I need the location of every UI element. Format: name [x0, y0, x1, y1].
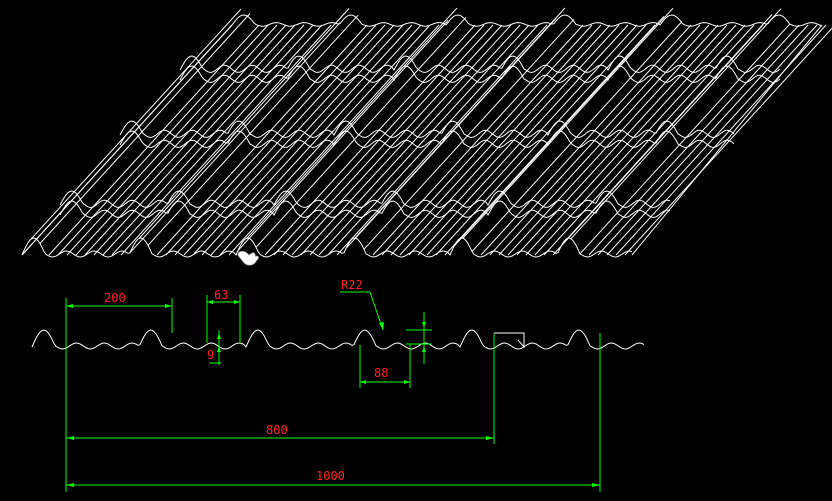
- dimension-labels: 200 63 9 R22 88 800 1000: [104, 278, 388, 483]
- sheet-rib-line: [174, 24, 386, 256]
- sheet-rib-line: [39, 13, 251, 244]
- sheet-rib-line: [138, 8, 350, 239]
- sheet-rib-line: [102, 24, 314, 256]
- sheet-rib-line: [471, 21, 683, 252]
- tile-step-row-lower: [119, 130, 735, 148]
- tile-step-row: [59, 190, 671, 208]
- tile-cross-section-profile: [31, 329, 645, 350]
- sheet-rib-line: [228, 24, 440, 256]
- sheet-rib-line: [354, 7, 566, 239]
- sheet-rib-line: [75, 24, 287, 256]
- sheet-rib-line: [111, 24, 323, 256]
- sheet-rib-line: [336, 24, 548, 256]
- roof-tile-isometric-view: [21, 7, 832, 258]
- sheet-rib-line: [291, 24, 503, 256]
- sheet-rib-line: [264, 24, 476, 256]
- sheet-rib-line: [147, 14, 359, 246]
- sheet-rib-line: [309, 24, 521, 256]
- sheet-rib-line: [579, 23, 791, 255]
- tile-step-row-lower: [59, 200, 671, 218]
- sheet-rib-line: [426, 24, 638, 256]
- dim-9-label: 9: [207, 348, 214, 362]
- sheet-rib-line: [201, 24, 413, 256]
- dimension-annotations: [65, 291, 601, 492]
- sheet-rib-line: [489, 24, 701, 256]
- sheet-rib-line: [93, 24, 305, 256]
- hand-cursor-icon: [237, 250, 259, 266]
- sheet-rib-line: [561, 14, 773, 245]
- sheet-rib-line: [48, 24, 260, 256]
- dim-88-label: 88: [374, 366, 388, 380]
- sheet-rib-line: [444, 24, 656, 256]
- sheet-back-edge: [231, 14, 823, 27]
- sheet-rib-line: [390, 24, 602, 256]
- sheet-rib-line: [237, 20, 449, 251]
- sheet-rib-line: [570, 8, 782, 240]
- sheet-rib-line: [462, 7, 674, 239]
- sheet-rib-line: [282, 24, 494, 256]
- sheet-rib-line: [597, 24, 809, 256]
- dim-1000-label: 1000: [316, 469, 345, 483]
- sheet-rib-line: [498, 24, 710, 256]
- sheet-rib-line: [210, 24, 422, 256]
- tile-step-row-lower: [179, 65, 781, 83]
- sheet-rib-line: [120, 24, 332, 256]
- sheet-rib-line: [534, 24, 746, 256]
- sheet-rib-line: [156, 24, 368, 256]
- dim-r22-label: R22: [341, 278, 363, 292]
- sheet-rib-line: [246, 7, 458, 239]
- sheet-rib-line: [318, 24, 530, 256]
- sheet-rib-line: [183, 24, 395, 256]
- sheet-rib-line: [30, 8, 242, 240]
- dim-200-label: 200: [104, 291, 126, 305]
- sheet-rib-line: [606, 24, 818, 256]
- dimension-arrowheads: [66, 300, 600, 487]
- profile-outline: [31, 329, 645, 350]
- sheet-rib-line: [417, 24, 629, 256]
- dim-63-label: 63: [214, 288, 228, 302]
- sheet-rib-line: [66, 24, 278, 256]
- sheet-rib-line: [525, 24, 737, 256]
- sheet-rib-line: [255, 16, 467, 248]
- tile-step-row: [179, 55, 781, 73]
- profile-end-step: [494, 332, 525, 349]
- dim-800-label: 800: [266, 423, 288, 437]
- sheet-rib-line: [399, 24, 611, 256]
- tile-step-row: [119, 120, 735, 138]
- sheet-rib-line: [624, 27, 832, 256]
- sheet-front-edge: [21, 237, 633, 258]
- sheet-rib-line: [363, 18, 575, 250]
- sheet-left-edge: [21, 24, 233, 256]
